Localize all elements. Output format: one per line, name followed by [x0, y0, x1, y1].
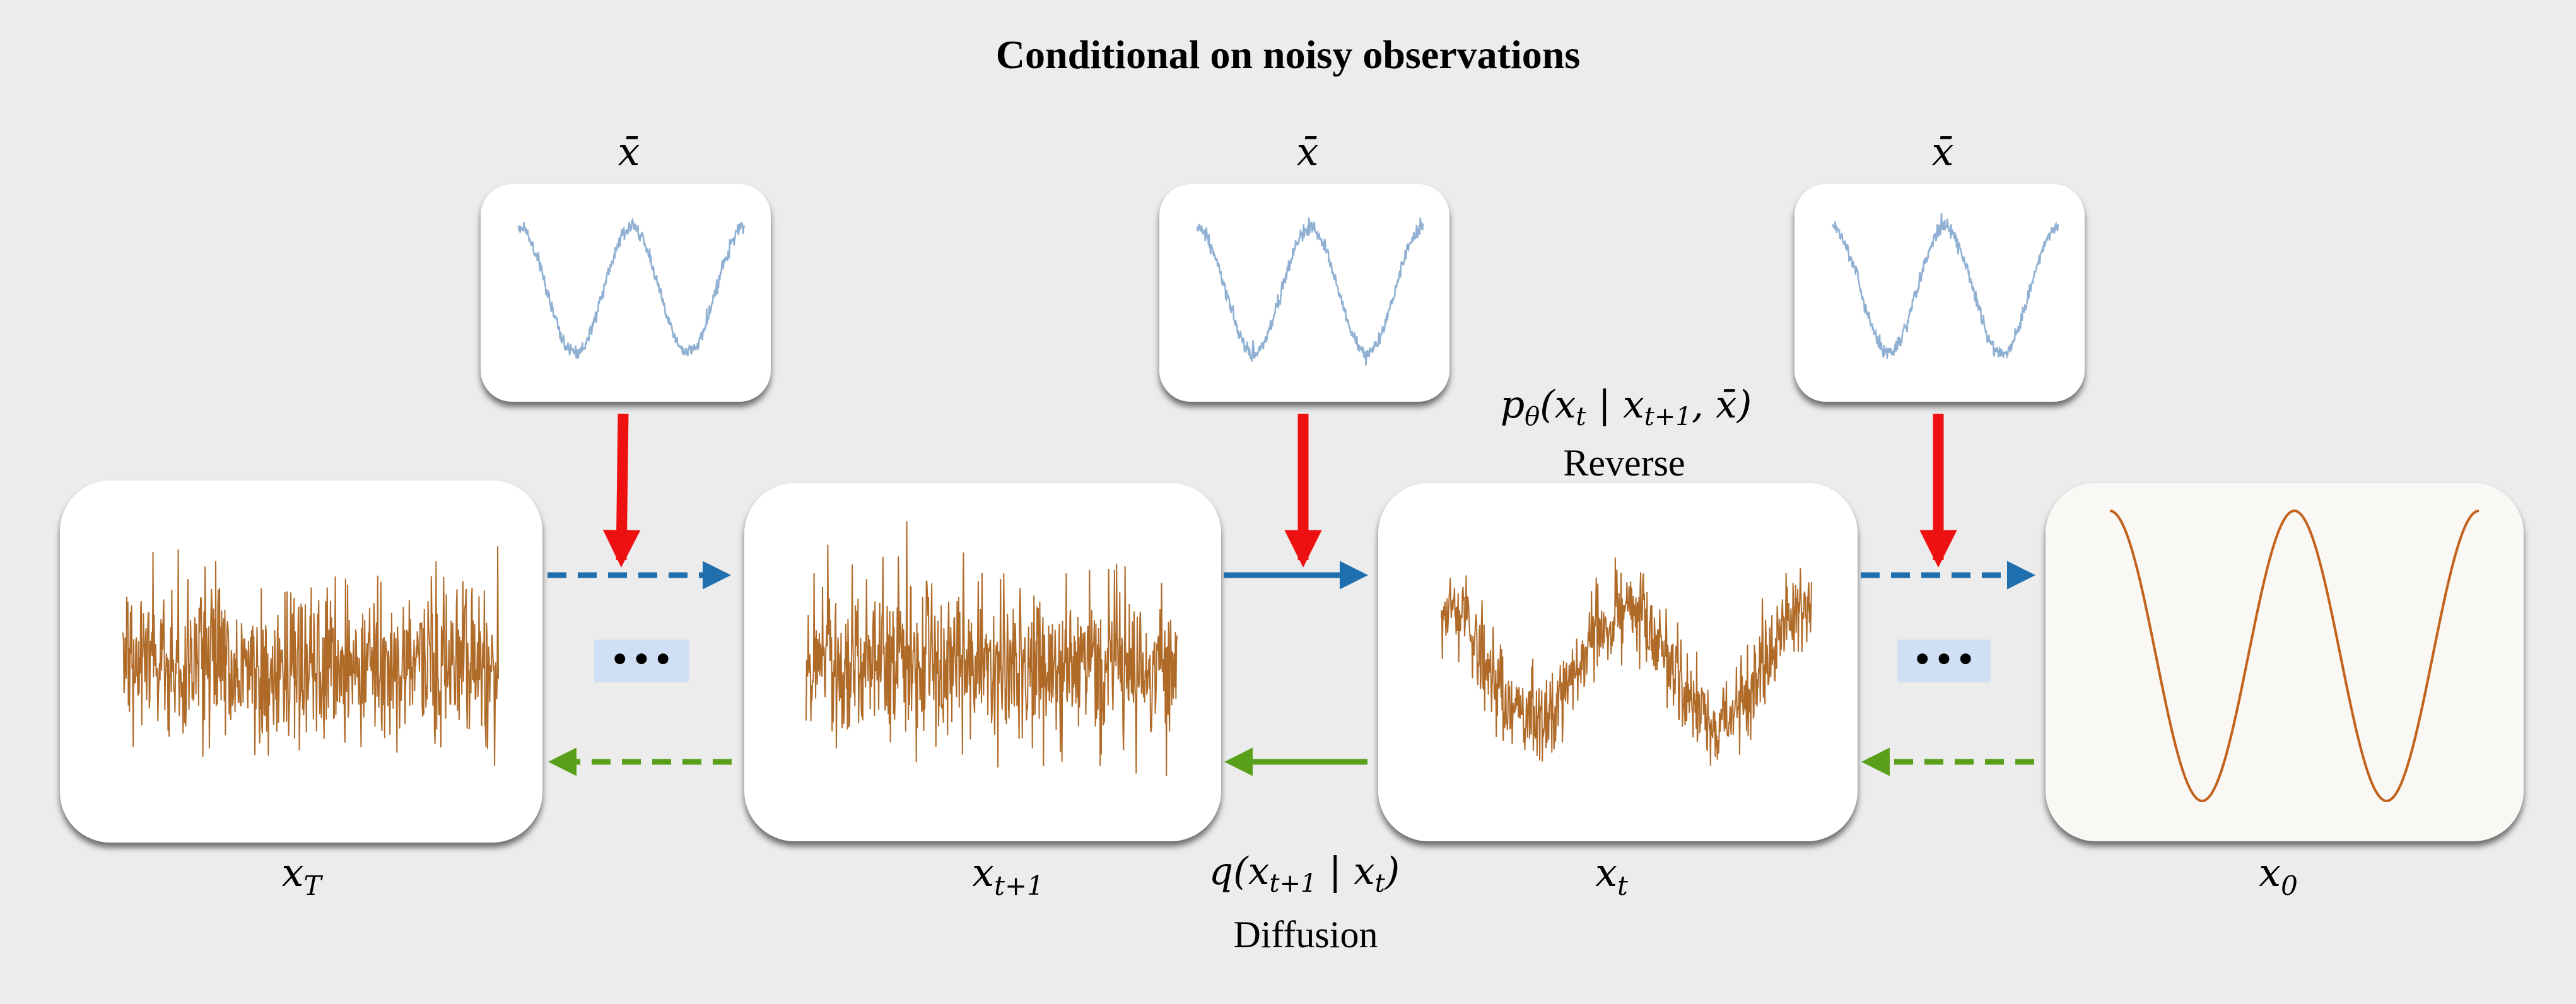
formula-part: , x̄) — [1692, 383, 1752, 427]
partially-denoised-signal — [1441, 557, 1812, 766]
noisy-signal — [122, 546, 499, 766]
state-card-xT — [60, 481, 542, 843]
state-symbol: x — [2259, 849, 2281, 896]
formula-part: | x — [1317, 849, 1375, 894]
state-symbol: x — [282, 849, 304, 896]
formula-sub: θ — [1525, 402, 1540, 431]
state-card-x0 — [2046, 483, 2524, 841]
diffusion-caption: Diffusion — [1234, 914, 1378, 955]
condition-label: x̄ — [618, 129, 640, 175]
state-symbol: x — [1595, 849, 1617, 896]
state-label-x0: x0 — [2259, 849, 2298, 901]
condition-card-3: x̄ — [1794, 129, 2085, 402]
formula-sub: t — [1576, 402, 1587, 431]
formula-sub: t — [1375, 869, 1386, 898]
formula-part: q(x — [1209, 849, 1270, 894]
condition-card-2: x̄ — [1159, 129, 1449, 402]
formula-sub: t+1 — [1269, 869, 1316, 898]
noisy-signal — [805, 521, 1178, 776]
state-card-xt1 — [744, 483, 1221, 841]
state-label-xt1: xt+1 — [972, 849, 1044, 901]
condition-signal — [1196, 217, 1424, 366]
reverse-formula: pθ(xt | xt+1, x̄) — [1501, 383, 1752, 431]
formula-part: ) — [1384, 849, 1400, 894]
state-subscript: t — [1617, 870, 1628, 901]
state-card-xt — [1378, 483, 1858, 841]
state-label-xT: xT — [282, 849, 324, 901]
diagram-title: Conditional on noisy observations — [996, 32, 1580, 77]
ellipsis: ••• — [1912, 638, 1977, 681]
formula-part: | x — [1586, 383, 1644, 427]
formula-part: (x — [1540, 383, 1576, 427]
formula-sub: t+1 — [1644, 402, 1692, 431]
reverse-caption: Reverse — [1563, 442, 1685, 484]
state-symbol: x — [972, 849, 994, 896]
diffusion-formula: q(xt+1 | xt) — [1209, 849, 1400, 898]
state-label-xt: xt — [1595, 849, 1628, 901]
state-subscript: t+1 — [994, 870, 1044, 901]
condition-signal — [517, 217, 746, 360]
condition-signal — [1831, 213, 2059, 359]
condition-label: x̄ — [1932, 129, 1954, 175]
state-subscript: T — [303, 870, 323, 901]
formula-part: p — [1501, 383, 1525, 427]
clean-signal — [2109, 509, 2479, 803]
condition-arrow-1 — [602, 413, 641, 568]
state-subscript: 0 — [2281, 870, 2298, 901]
ellipsis: ••• — [609, 638, 674, 681]
condition-label: x̄ — [1297, 129, 1319, 175]
condition-card-1: x̄ — [481, 129, 771, 402]
ellipsis-box-2: ••• — [1897, 638, 1991, 682]
ellipsis-box-1: ••• — [594, 638, 689, 682]
